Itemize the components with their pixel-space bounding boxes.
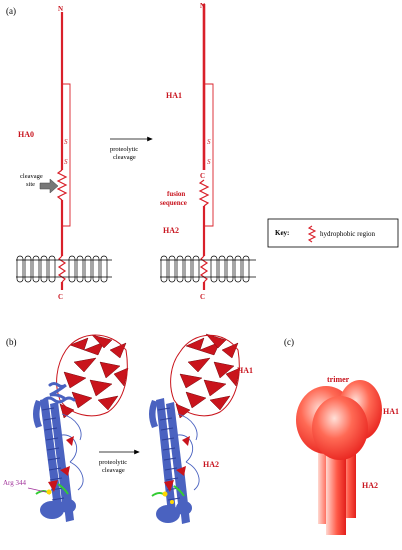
arrow-a-label-line2: cleavage bbox=[113, 154, 136, 161]
panel-a-label: (a) bbox=[6, 6, 16, 16]
arrow-a-label-line1: proteolytic bbox=[110, 146, 138, 153]
ha0-s1-label: S bbox=[64, 138, 68, 146]
key-hydrophobic-zigzag bbox=[307, 225, 317, 243]
cleaved-s1-label: S bbox=[207, 138, 211, 146]
membrane-right bbox=[160, 255, 256, 283]
arg344-label: Arg 344 bbox=[3, 479, 27, 487]
ha0-label: HA0 bbox=[18, 130, 34, 139]
panel-c-ha1-label: HA1 bbox=[383, 407, 399, 416]
panel-a-ha1-label: HA1 bbox=[166, 91, 182, 100]
cleavage-site-label-line1: cleavage bbox=[20, 173, 43, 180]
trimer-label: trimer bbox=[327, 375, 350, 384]
ha1-c-terminus: C bbox=[200, 172, 205, 180]
cleavage-site-label-line2: site bbox=[26, 181, 35, 188]
fusion-sequence-label-line2: sequence bbox=[160, 199, 187, 207]
ha0-protein bbox=[56, 12, 71, 290]
cleaved-s2-label: S bbox=[207, 158, 211, 166]
ha0-hydrophobic-cleavage-zigzag bbox=[56, 169, 68, 201]
cleaved-ribbon-structure bbox=[149, 333, 241, 524]
trimer-model bbox=[296, 380, 382, 535]
key-title: Key: bbox=[275, 229, 289, 237]
key-box bbox=[267, 218, 399, 248]
ha0-s2-label: S bbox=[64, 158, 68, 166]
fusion-sequence-zigzag bbox=[198, 179, 210, 207]
panel-b-label: (b) bbox=[6, 337, 17, 347]
panel-a-ha2-label: HA2 bbox=[163, 226, 179, 235]
panel-c-label: (c) bbox=[284, 337, 294, 347]
ha0-ribbon-structure bbox=[33, 334, 129, 522]
arg344-pointer bbox=[27, 487, 47, 493]
panel-b-ha1-label: HA1 bbox=[237, 366, 253, 375]
membrane-left bbox=[16, 255, 112, 283]
ha2-c-terminus: C bbox=[200, 293, 205, 301]
cleaved-protein bbox=[198, 4, 214, 290]
cleavage-site-arrow-icon bbox=[39, 178, 59, 194]
arrow-b-label-line2: cleavage bbox=[102, 467, 125, 474]
ha0-n-terminus: N bbox=[58, 5, 63, 13]
ha1-n-terminus: N bbox=[200, 2, 205, 10]
key-item-label: hydrophobic region bbox=[320, 230, 376, 238]
arrow-b-label-line1: proteolytic bbox=[99, 459, 127, 466]
fusion-sequence-label-line1: fusion bbox=[167, 190, 185, 198]
panel-b-ha2-label: HA2 bbox=[203, 460, 219, 469]
ha0-c-terminus: C bbox=[58, 293, 63, 301]
panel-c-ha2-label: HA2 bbox=[362, 481, 378, 490]
